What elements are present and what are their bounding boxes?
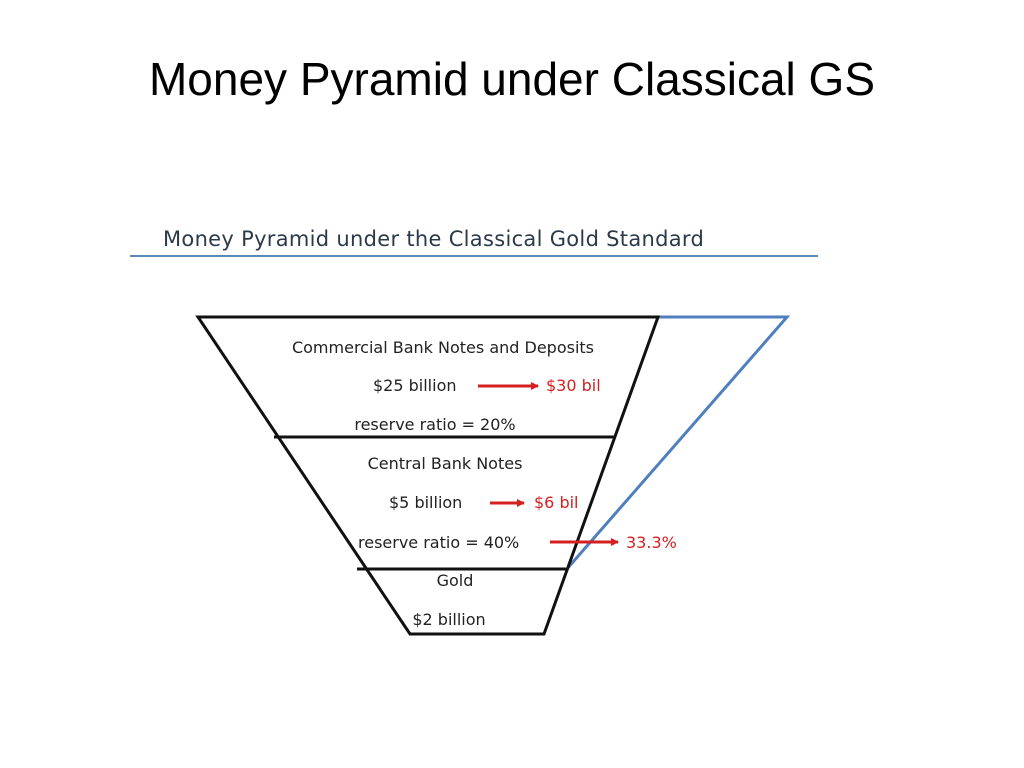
figure-header: Money Pyramid under the Classical Gold S… [163,227,704,251]
layer-label: Central Bank Notes [368,454,523,473]
amount-label: $2 billion [412,610,485,629]
amount-label: $25 billion [373,376,457,395]
reserve-ratio-label: reserve ratio = 20% [354,415,515,434]
layer-gold: Gold $2 billion [412,571,485,629]
slide-title: Money Pyramid under Classical GS [148,53,876,105]
layer-commercial-bank: Commercial Bank Notes and Deposits $25 b… [292,338,601,434]
reserve-ratio-label: reserve ratio = 40% [358,533,519,552]
layer-label: Commercial Bank Notes and Deposits [292,338,594,357]
layer-label: Gold [437,571,474,590]
layer-central-bank: Central Bank Notes $5 billion $6 bil res… [358,454,677,552]
new-amount-label: $30 bil [546,376,601,395]
new-ratio-label: 33.3% [626,533,677,552]
amount-label: $5 billion [389,493,462,512]
new-amount-label: $6 bil [534,493,579,512]
expansion-line [564,315,791,571]
pyramid-outline [195,315,661,636]
